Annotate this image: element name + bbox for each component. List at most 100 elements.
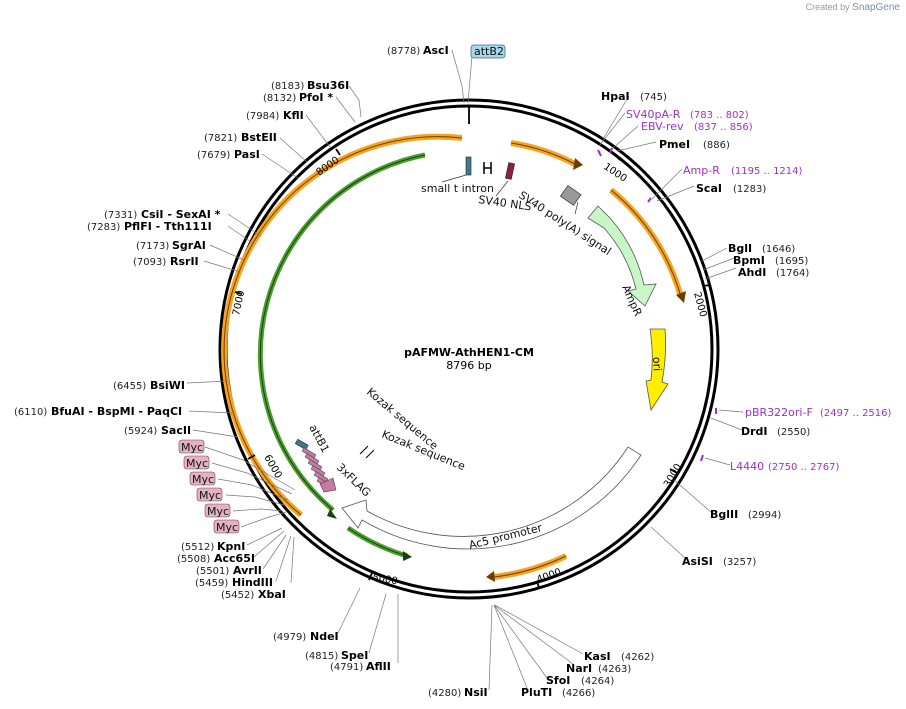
small-t-intron-glyph (465, 156, 472, 176)
feature-leader-lines (441, 174, 579, 215)
site-pos: (7679) (197, 150, 230, 161)
site-name: PmeI (659, 138, 690, 151)
site-pos: (5512) (181, 542, 214, 553)
site-name: PasI (234, 148, 260, 161)
site-pos: (3257) (723, 557, 756, 568)
site-name: KflI (283, 109, 304, 122)
site-pos: (4979) (273, 632, 306, 643)
site-name: Acc65I (214, 552, 255, 565)
ac5-promoter-feature (341, 446, 642, 550)
site-name: HpaI (601, 90, 630, 103)
site-name: SacII (161, 424, 191, 437)
site-pos: (4815) (305, 651, 338, 662)
site-name: BglII (710, 508, 738, 521)
site-name: PflFI - Tth111I (124, 220, 212, 233)
scale-ticks (234, 106, 711, 589)
myc-label: Myc (192, 473, 214, 486)
site-name: CsiI - SexAI * (141, 208, 221, 221)
site-name: KpnI (217, 540, 245, 553)
site-pos: (5924) (124, 426, 157, 437)
site-name: HindIII (232, 576, 273, 589)
site-pos: (6110) (14, 407, 47, 418)
primer-pos: (783 .. 802) (690, 110, 749, 121)
primer-pos: (1195 .. 1214) (731, 166, 803, 177)
site-name: NarI (566, 662, 592, 675)
site-name: ScaI (696, 182, 722, 195)
flag-label: 3xFLAG (334, 461, 373, 500)
site-pos: (5459) (195, 578, 228, 589)
myc-label: Myc (216, 521, 238, 534)
site-pos: (7331) (104, 210, 137, 221)
site-name: PluTI (521, 686, 552, 699)
tick-label-7000: 7000 (231, 289, 247, 316)
orf-arrowhead-4 (403, 551, 412, 561)
myc-label: Myc (199, 489, 221, 502)
site-pos: (5508) (177, 554, 210, 565)
orf-arc-1 (510, 140, 577, 167)
orf-arc-3-core (493, 555, 567, 578)
orf-arc-2-core (610, 189, 682, 298)
ori-label: ori (650, 356, 664, 371)
orf-arrowhead-1 (573, 158, 583, 170)
tick-label-3000: 3000 (662, 462, 684, 490)
primer-name: pBR322ori-F (745, 406, 813, 419)
site-name: BsiWI (150, 379, 185, 392)
site-name: BstEII (241, 131, 277, 144)
site-pos: (6455) (113, 381, 146, 392)
tick-label-5000: 5000 (371, 572, 398, 587)
snapgene-brand: Created by SnapGene (806, 2, 900, 13)
orf-arc-1-core (510, 142, 576, 165)
primer-pos: (2750 .. 2767) (768, 462, 840, 473)
primer-name: SV40pA-R (626, 108, 681, 121)
site-pos: (7093) (133, 257, 166, 268)
site-pos: (5501) (196, 566, 229, 577)
orf-arrowhead-5 (327, 509, 337, 519)
site-pos: (8132) (263, 93, 296, 104)
site-name: Bsu36I (307, 79, 349, 92)
plasmid-size: 8796 bp (446, 359, 491, 372)
primer-markers (597, 147, 717, 462)
site-name: XbaI (258, 588, 286, 601)
site-name: AscI (423, 44, 449, 57)
site-name: SpeI (341, 649, 368, 662)
myc-badges: Myc Myc Myc Myc Myc Myc (178, 439, 240, 534)
site-pos: (7984) (246, 111, 279, 122)
primer-labels: SV40pA-R (783 .. 802) EBV-rev (837 .. 85… (626, 108, 892, 473)
site-pos: (8778) (387, 46, 420, 57)
primer-pos: (837 .. 856) (694, 122, 753, 133)
orf-green-1 (257, 152, 426, 512)
myc-label: Myc (207, 505, 229, 518)
flag-glyph (319, 477, 337, 493)
site-pos: (4264) (581, 676, 614, 687)
small-t-intron-label: small t intron (421, 182, 494, 195)
site-pos: (745) (640, 92, 667, 103)
site-name: PfoI * (299, 91, 333, 104)
site-name: AflII (366, 660, 391, 673)
site-name: BfuAI - BspMI - PaqCI (51, 405, 182, 418)
site-name: KasI (584, 650, 611, 663)
attb2-badge (470, 44, 506, 59)
site-pos: (7173) (136, 241, 169, 252)
kozak-marks (359, 445, 375, 459)
site-pos: (2994) (748, 510, 781, 521)
site-pos: (4280) (428, 688, 461, 699)
ori-feature (645, 328, 669, 412)
site-name: AvrII (233, 564, 262, 577)
site-pos: (7821) (204, 133, 237, 144)
orf-arrowhead-3 (486, 571, 495, 582)
orf-arrowhead-2 (676, 291, 686, 303)
site-pos: (886) (703, 140, 730, 151)
snapgene-logo-text: SnapGene (852, 2, 900, 13)
leader-lines (186, 49, 744, 691)
attb1-label: attB1 (306, 422, 332, 455)
orf-green-1-core (259, 154, 426, 511)
primer-name: EBV-rev (641, 120, 684, 133)
site-pos: (1646) (762, 244, 795, 255)
attb1-glyph (294, 438, 309, 451)
myc-label: Myc (186, 457, 208, 470)
site-pos: (1764) (776, 268, 809, 279)
site-pos: (1695) (775, 256, 808, 267)
attb2-label: attB2 (474, 45, 504, 58)
site-pos: (5452) (221, 590, 254, 601)
